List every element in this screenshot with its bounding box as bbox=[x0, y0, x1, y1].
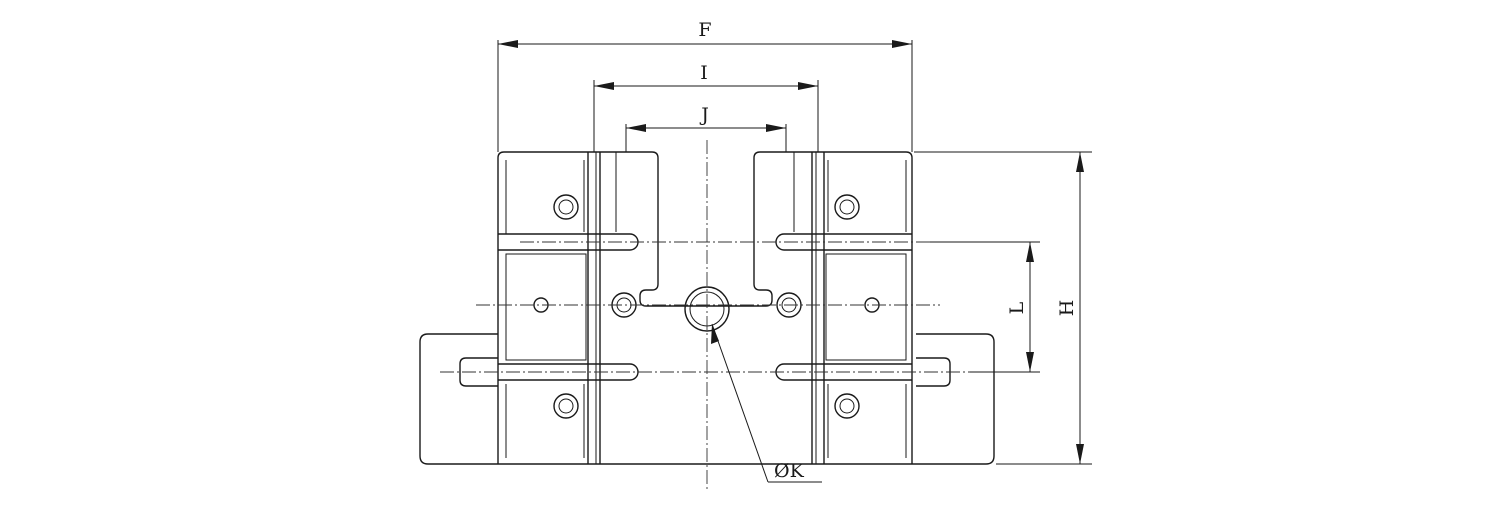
hole-bottom-left bbox=[553, 393, 579, 419]
base-outline bbox=[419, 151, 995, 465]
dimension-label-j: J bbox=[699, 104, 709, 126]
dimension-k: ØK bbox=[711, 323, 822, 483]
dimension-h: H bbox=[1056, 152, 1084, 464]
dimension-j: J bbox=[626, 104, 786, 132]
vertical-slots bbox=[587, 152, 825, 464]
dimension-i: I bbox=[594, 62, 818, 90]
dimension-label-f: F bbox=[698, 19, 711, 41]
dimension-label-h: H bbox=[1056, 300, 1078, 317]
hole-top-left bbox=[553, 194, 579, 220]
hole-top-right bbox=[834, 194, 860, 220]
extension-lines bbox=[497, 40, 1092, 465]
dimension-l: L bbox=[1006, 242, 1034, 372]
dimension-f: F bbox=[498, 19, 912, 48]
hole-bottom-right bbox=[834, 393, 860, 419]
inner-panels bbox=[505, 152, 907, 458]
dimension-label-k: ØK bbox=[774, 460, 805, 482]
dimension-label-i: I bbox=[700, 62, 708, 84]
dimension-label-l: L bbox=[1006, 301, 1028, 314]
center-lines bbox=[440, 140, 970, 492]
